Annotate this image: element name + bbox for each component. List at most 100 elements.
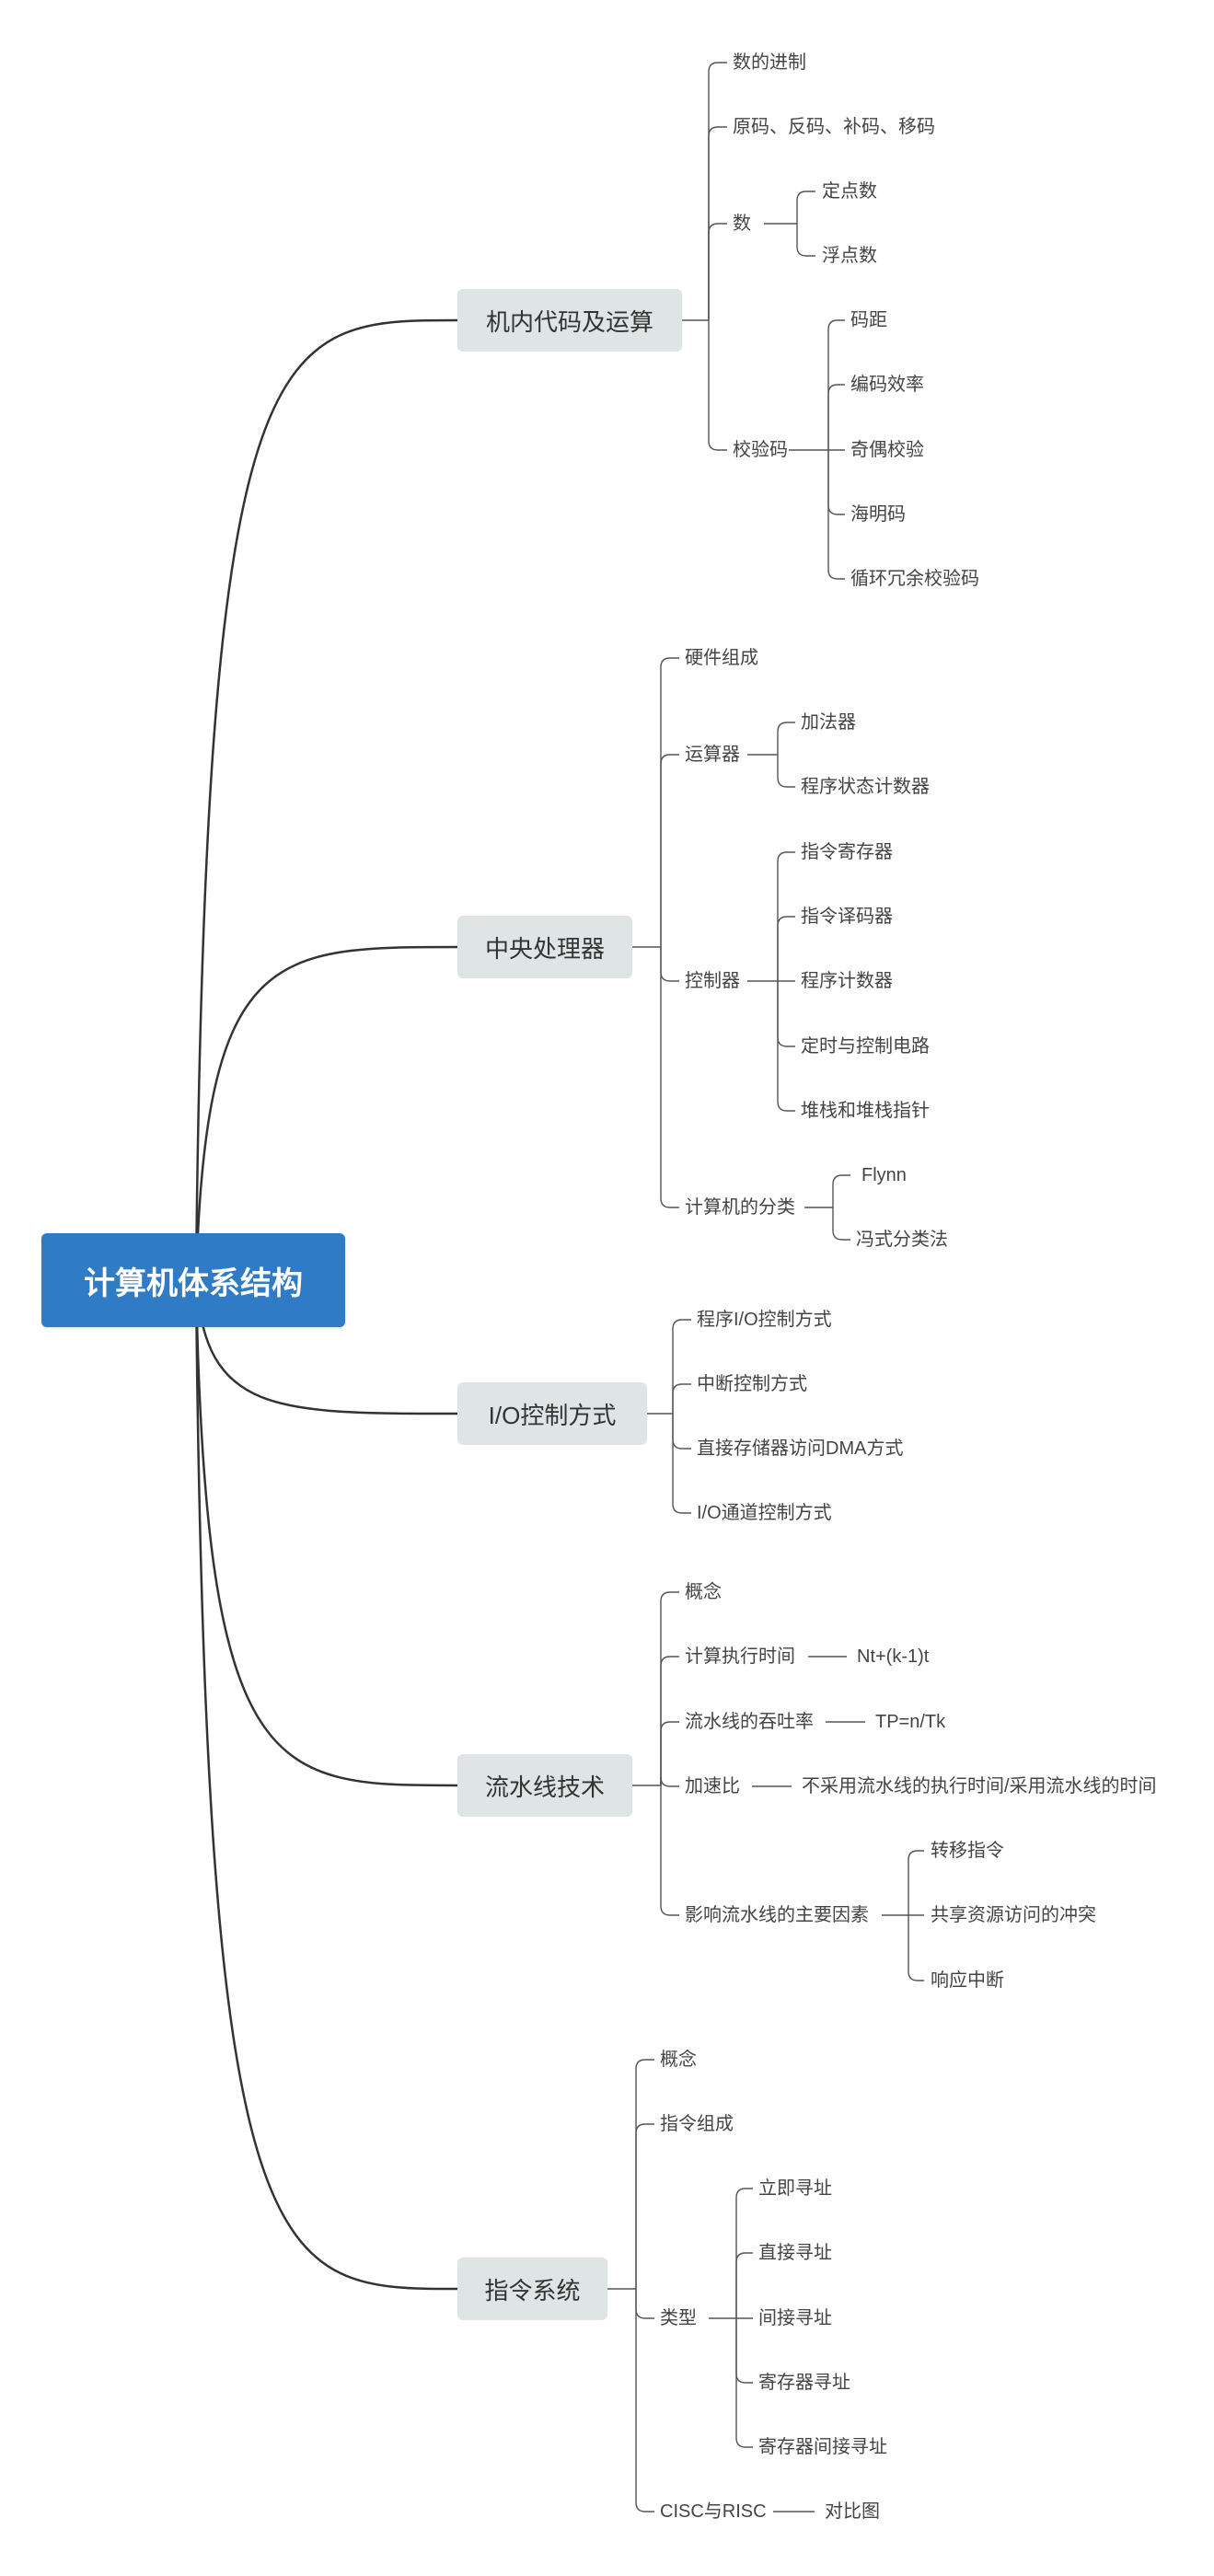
branch-instruction-set[interactable]: 指令系统 [457, 2258, 607, 2320]
connector-b2-child-1 [672, 1383, 691, 1414]
leaf-number[interactable]: 数 [733, 214, 751, 234]
connector-b1-ctrl-child-3 [777, 981, 795, 1047]
leaf-instruction-register[interactable]: 指令寄存器 [801, 842, 893, 862]
connector-b4-types-child-4 [735, 2318, 753, 2448]
connector-b0-check-child-4 [827, 450, 845, 580]
connector-b1-child-3 [660, 947, 679, 1208]
leaf-throughput-formula[interactable]: TP=n/Tk [875, 1712, 946, 1732]
connector-b3-factors-child-2 [908, 1915, 924, 1981]
connector-b0-check-child-0 [827, 319, 845, 450]
connector-root-branch-1 [194, 945, 458, 1281]
connector-root-branch-0 [194, 318, 458, 1281]
leaf-execution-time[interactable]: 计算执行时间 [685, 1646, 795, 1667]
connector-b0-child-2 [708, 223, 727, 320]
connector-b0-child-0 [708, 62, 727, 320]
leaf-program-status-counter[interactable]: 程序状态计数器 [801, 777, 930, 797]
connector-b0-check-child-3 [827, 450, 845, 515]
connector-b1-ctrl-child-0 [777, 851, 795, 981]
leaf-speedup[interactable]: 加速比 [685, 1776, 740, 1796]
branch-pipeline[interactable]: 流水线技术 [457, 1754, 632, 1817]
leaf-interrupt-response[interactable]: 响应中断 [931, 1970, 1004, 1991]
leaf-number-base[interactable]: 数的进制 [733, 52, 806, 73]
connector-b1-child-1 [660, 754, 679, 947]
leaf-stack-pointer[interactable]: 堆栈和堆栈指针 [801, 1101, 930, 1121]
connector-b1-ctrl-child-4 [777, 981, 795, 1112]
leaf-floating-point[interactable]: 浮点数 [822, 246, 877, 266]
leaf-instruction-concept[interactable]: 概念 [660, 2050, 697, 2070]
connector-b3-factors-child-0 [908, 1850, 924, 1915]
leaf-hardware-composition[interactable]: 硬件组成 [685, 648, 758, 668]
connector-b0-child-3 [708, 320, 727, 451]
connector-b4-child-1 [635, 2123, 654, 2289]
leaf-speedup-formula[interactable]: 不采用流水线的执行时间/采用流水线的时间 [802, 1776, 1157, 1796]
leaf-resource-conflict[interactable]: 共享资源访问的冲突 [931, 1905, 1096, 1925]
connector-b3-child-0 [660, 1591, 679, 1785]
leaf-io-channel[interactable]: I/O通道控制方式 [697, 1503, 832, 1523]
connector-b1-alu-child-1 [777, 755, 795, 788]
leaf-execution-time-formula[interactable]: Nt+(k-1)t [857, 1646, 930, 1667]
connector-b2-child-2 [672, 1414, 691, 1450]
leaf-programmed-io[interactable]: 程序I/O控制方式 [697, 1310, 832, 1330]
leaf-timing-control-circuit[interactable]: 定时与控制电路 [801, 1036, 930, 1057]
leaf-cisc-risc[interactable]: CISC与RISC [660, 2501, 767, 2522]
branch-code-and-arithmetic[interactable]: 机内代码及运算 [457, 289, 682, 352]
leaf-comparison-chart[interactable]: 对比图 [825, 2501, 880, 2522]
leaf-indirect-addressing[interactable]: 间接寻址 [758, 2308, 832, 2328]
connector-b3-child-3 [660, 1776, 679, 1787]
connector-b1-child-2 [660, 947, 679, 982]
connector-b1-child-0 [660, 657, 679, 947]
leaf-alu[interactable]: 运算器 [685, 745, 740, 765]
leaf-hamming-code[interactable]: 海明码 [850, 504, 906, 525]
leaf-parity-check[interactable]: 奇偶校验 [850, 440, 924, 460]
leaf-direct-addressing[interactable]: 直接寻址 [758, 2243, 832, 2263]
branch-io-control[interactable]: I/O控制方式 [457, 1382, 647, 1445]
leaf-dma[interactable]: 直接存储器访问DMA方式 [697, 1438, 904, 1459]
leaf-immediate-addressing[interactable]: 立即寻址 [758, 2178, 832, 2199]
connector-b4-types-child-3 [735, 2318, 753, 2384]
connector-b1-class-child-0 [832, 1174, 850, 1207]
leaf-fixed-point[interactable]: 定点数 [822, 181, 877, 202]
connector-root-branch-3 [194, 1279, 458, 1787]
connector-b1-alu-child-0 [777, 722, 795, 755]
connector-b2-child-3 [672, 1414, 691, 1514]
leaf-check-code[interactable]: 校验码 [733, 440, 788, 460]
leaf-feng-classification[interactable]: 冯式分类法 [856, 1230, 948, 1250]
leaf-addressing-types[interactable]: 类型 [660, 2308, 697, 2328]
leaf-instruction-decoder[interactable]: 指令译码器 [801, 907, 893, 927]
leaf-pipeline-concept[interactable]: 概念 [685, 1582, 722, 1602]
leaf-computer-classification[interactable]: 计算机的分类 [685, 1197, 795, 1218]
leaf-register-indirect-addressing[interactable]: 寄存器间接寻址 [758, 2437, 887, 2457]
connector-b4-types-child-1 [735, 2252, 753, 2318]
leaf-encoding-efficiency[interactable]: 编码效率 [850, 375, 924, 395]
connector-b1-ctrl-child-1 [777, 916, 795, 981]
connector-b3-child-4 [660, 1785, 679, 1916]
connector-b4-types-child-0 [735, 2188, 753, 2318]
leaf-adder[interactable]: 加法器 [801, 712, 856, 733]
leaf-program-counter[interactable]: 程序计数器 [801, 971, 893, 991]
leaf-branch-instruction[interactable]: 转移指令 [931, 1841, 1004, 1861]
connector-b4-child-0 [635, 2059, 654, 2289]
leaf-number-encodings[interactable]: 原码、反码、补码、移码 [733, 117, 935, 137]
leaf-register-addressing[interactable]: 寄存器寻址 [758, 2373, 850, 2393]
connector-b4-child-3 [635, 2289, 654, 2512]
leaf-code-distance[interactable]: 码距 [850, 310, 887, 330]
connector-b3-child-2 [660, 1721, 679, 1785]
connector-b1-class-child-1 [832, 1207, 850, 1241]
connector-root-branch-2 [194, 1279, 458, 1415]
connector-b3-child-1 [660, 1656, 679, 1785]
leaf-pipeline-factors[interactable]: 影响流水线的主要因素 [685, 1905, 869, 1925]
leaf-interrupt-control[interactable]: 中断控制方式 [697, 1374, 807, 1394]
connector-b0-number-child-1 [796, 224, 815, 257]
leaf-flynn[interactable]: Flynn [861, 1165, 907, 1185]
leaf-throughput[interactable]: 流水线的吞吐率 [685, 1712, 814, 1732]
connector-root-branch-4 [194, 1279, 458, 2291]
connector-b0-child-1 [708, 126, 727, 320]
leaf-instruction-format[interactable]: 指令组成 [660, 2114, 734, 2134]
connector-b0-check-child-1 [827, 384, 845, 450]
leaf-controller[interactable]: 控制器 [685, 971, 740, 991]
root-node[interactable]: 计算机体系结构 [41, 1233, 345, 1327]
leaf-crc[interactable]: 循环冗余校验码 [850, 569, 979, 589]
branch-cpu[interactable]: 中央处理器 [457, 916, 632, 978]
connector-b2-child-0 [672, 1319, 691, 1414]
